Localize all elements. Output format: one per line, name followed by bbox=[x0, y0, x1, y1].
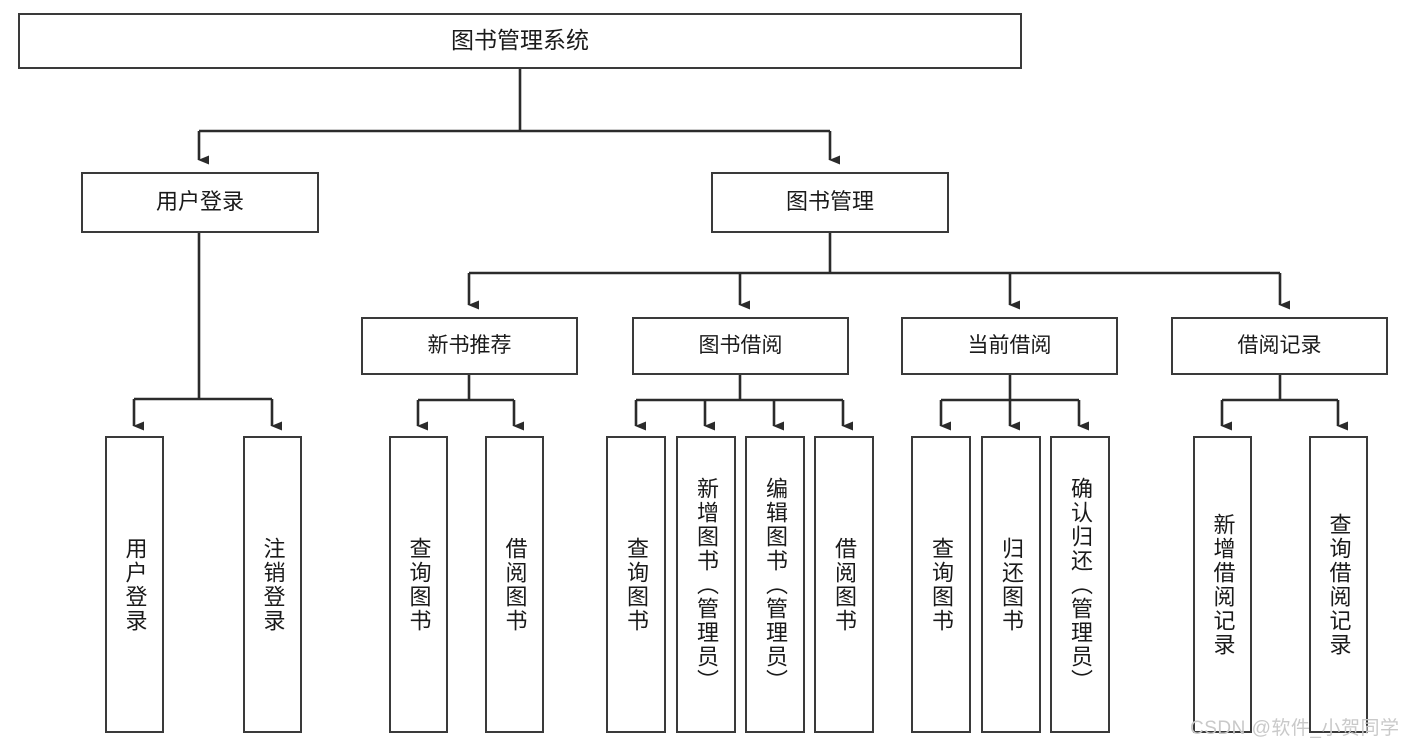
leaf-query-book-2-label: 查询图书 bbox=[624, 536, 649, 633]
leaf-query-book-3[interactable]: 查询图书 bbox=[911, 436, 971, 733]
node-book-borrow-label: 图书借阅 bbox=[698, 334, 783, 358]
leaf-add-book-label: 新增图书（管理员） bbox=[694, 476, 719, 693]
leaf-return-book-label: 归还图书 bbox=[999, 536, 1024, 633]
leaf-user-login-label: 用户登录 bbox=[122, 536, 148, 633]
leaf-logout-login-label: 注销登录 bbox=[260, 536, 286, 633]
leaf-add-record-label: 新增借阅记录 bbox=[1210, 512, 1236, 657]
node-current-borrow[interactable]: 当前借阅 bbox=[901, 317, 1118, 375]
leaf-confirm-return[interactable]: 确认归还（管理员） bbox=[1050, 436, 1110, 733]
leaf-return-book[interactable]: 归还图书 bbox=[981, 436, 1041, 733]
node-book-borrow[interactable]: 图书借阅 bbox=[632, 317, 849, 375]
leaf-borrow-book-1-label: 借阅图书 bbox=[502, 536, 528, 633]
node-borrow-record-label: 借阅记录 bbox=[1237, 334, 1322, 358]
leaf-query-book-2[interactable]: 查询图书 bbox=[606, 436, 666, 733]
leaf-query-book-1-label: 查询图书 bbox=[406, 536, 432, 633]
leaf-confirm-return-label: 确认归还（管理员） bbox=[1068, 476, 1093, 693]
leaf-user-login[interactable]: 用户登录 bbox=[105, 436, 164, 733]
node-book-management-label: 图书管理 bbox=[785, 189, 874, 215]
leaf-borrow-book-1[interactable]: 借阅图书 bbox=[485, 436, 544, 733]
leaf-add-record[interactable]: 新增借阅记录 bbox=[1193, 436, 1252, 733]
leaf-borrow-book-2-label: 借阅图书 bbox=[832, 536, 857, 633]
node-user-login-label: 用户登录 bbox=[155, 189, 244, 215]
leaf-query-record-label: 查询借阅记录 bbox=[1326, 512, 1352, 657]
node-new-book-recommend[interactable]: 新书推荐 bbox=[361, 317, 578, 375]
leaf-edit-book[interactable]: 编辑图书（管理员） bbox=[745, 436, 805, 733]
leaf-query-book-1[interactable]: 查询图书 bbox=[389, 436, 448, 733]
leaf-query-book-3-label: 查询图书 bbox=[929, 536, 954, 633]
node-user-login[interactable]: 用户登录 bbox=[81, 172, 319, 233]
leaf-add-book[interactable]: 新增图书（管理员） bbox=[676, 436, 736, 733]
leaf-logout-login[interactable]: 注销登录 bbox=[243, 436, 302, 733]
node-book-management[interactable]: 图书管理 bbox=[711, 172, 949, 233]
node-borrow-record[interactable]: 借阅记录 bbox=[1171, 317, 1388, 375]
csdn-watermark: CSDN @软件_小贺同学 bbox=[1190, 718, 1400, 739]
leaf-query-record[interactable]: 查询借阅记录 bbox=[1309, 436, 1368, 733]
node-root-label: 图书管理系统 bbox=[451, 27, 589, 54]
node-new-book-recommend-label: 新书推荐 bbox=[427, 334, 512, 358]
leaf-edit-book-label: 编辑图书（管理员） bbox=[763, 476, 788, 693]
node-root[interactable]: 图书管理系统 bbox=[18, 13, 1022, 69]
leaf-borrow-book-2[interactable]: 借阅图书 bbox=[814, 436, 874, 733]
node-current-borrow-label: 当前借阅 bbox=[967, 334, 1052, 358]
